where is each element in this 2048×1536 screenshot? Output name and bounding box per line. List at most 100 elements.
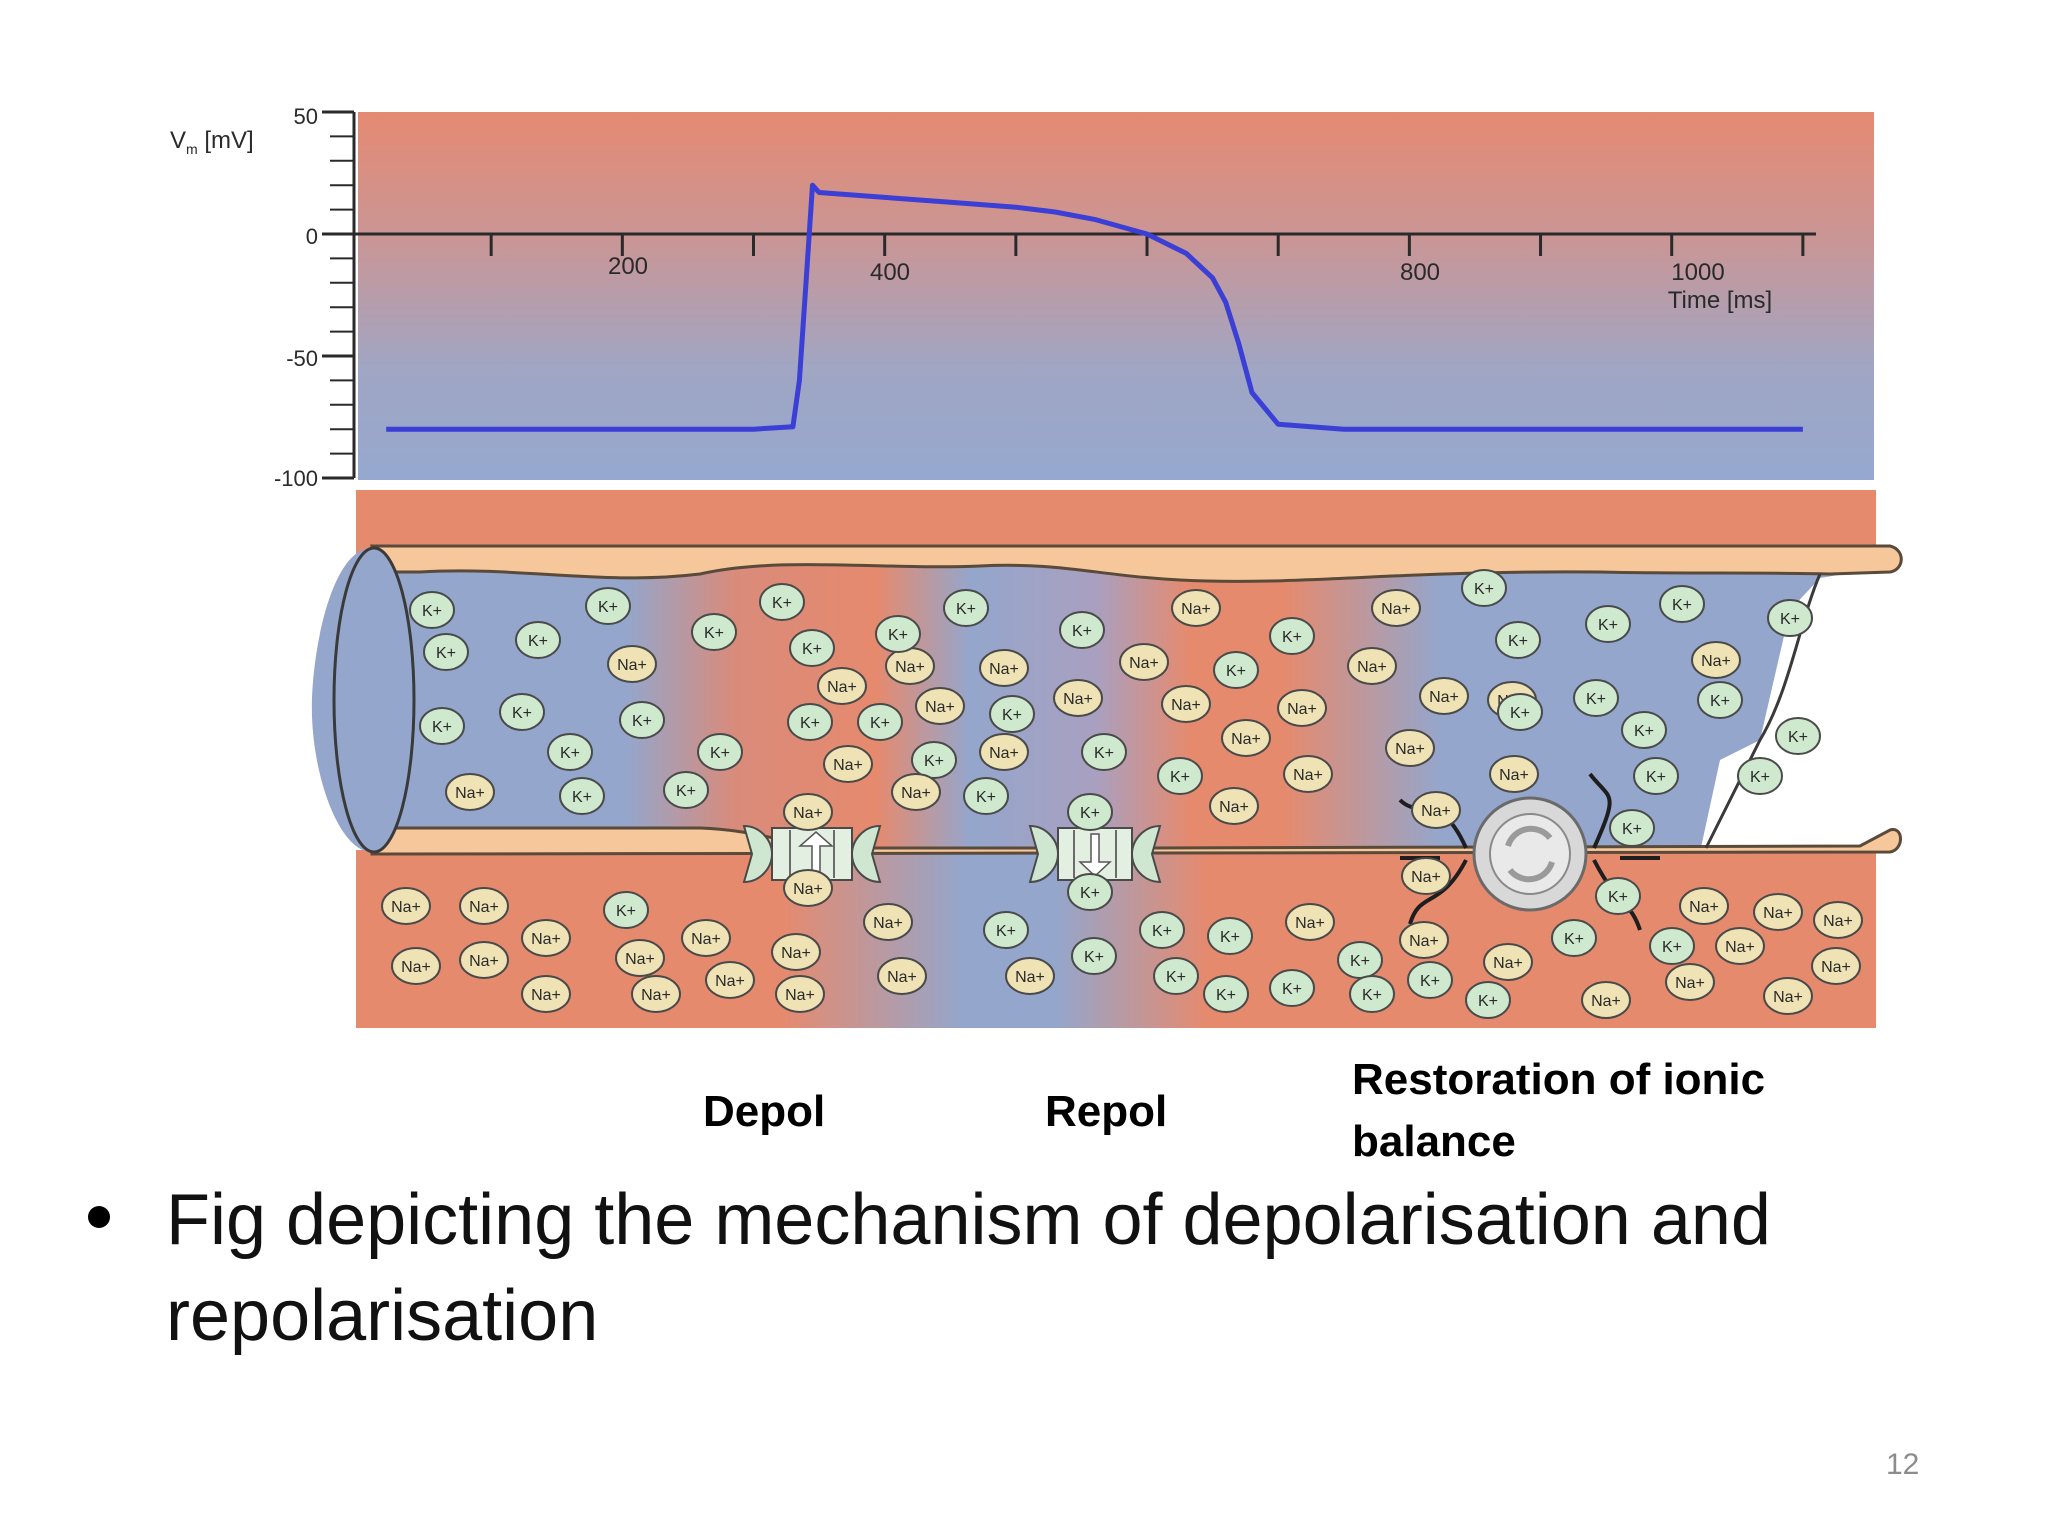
svg-text:Na+: Na+ bbox=[827, 679, 857, 696]
svg-text:Na+: Na+ bbox=[1293, 767, 1323, 784]
potassium-ion: K+ bbox=[1349, 975, 1395, 1013]
caption-restoration-line2: balance bbox=[1352, 1117, 1516, 1166]
svg-text:K+: K+ bbox=[512, 705, 532, 722]
action-potential-plot: 50 0 -50 -100 200 400 800 1000 Vm [mV] T… bbox=[170, 104, 1874, 491]
svg-text:Na+: Na+ bbox=[1357, 659, 1387, 676]
svg-text:K+: K+ bbox=[560, 745, 580, 762]
svg-text:Na+: Na+ bbox=[1411, 869, 1441, 886]
svg-text:Na+: Na+ bbox=[1381, 601, 1411, 618]
svg-text:Na+: Na+ bbox=[531, 987, 561, 1004]
potassium-channel bbox=[1028, 824, 1162, 884]
potassium-ion: K+ bbox=[1269, 969, 1315, 1007]
svg-text:Na+: Na+ bbox=[715, 973, 745, 990]
svg-text:K+: K+ bbox=[632, 713, 652, 730]
sodium-potassium-pump bbox=[1398, 772, 1660, 931]
svg-text:K+: K+ bbox=[1672, 597, 1692, 614]
potassium-ion: K+ bbox=[943, 589, 989, 627]
svg-text:Na+: Na+ bbox=[469, 899, 499, 916]
sodium-ion: Na+ bbox=[1489, 755, 1539, 793]
sodium-ion: Na+ bbox=[783, 869, 833, 907]
svg-text:K+: K+ bbox=[802, 641, 822, 658]
potassium-ion: K+ bbox=[697, 733, 743, 771]
sodium-ion: Na+ bbox=[1691, 641, 1741, 679]
potassium-ion: K+ bbox=[1767, 599, 1813, 637]
sodium-ion: Na+ bbox=[1285, 903, 1335, 941]
svg-text:K+: K+ bbox=[572, 789, 592, 806]
y-tick-label-50: 50 bbox=[294, 104, 318, 129]
sodium-ion: Na+ bbox=[1221, 719, 1271, 757]
sodium-ion: Na+ bbox=[1209, 787, 1259, 825]
sodium-ion: Na+ bbox=[863, 903, 913, 941]
potassium-ion: K+ bbox=[1573, 679, 1619, 717]
potassium-ion: K+ bbox=[423, 633, 469, 671]
svg-text:K+: K+ bbox=[1646, 769, 1666, 786]
bullet-dot bbox=[88, 1206, 110, 1228]
svg-text:Na+: Na+ bbox=[641, 987, 671, 1004]
svg-text:K+: K+ bbox=[1586, 691, 1606, 708]
potassium-ion: K+ bbox=[789, 629, 835, 667]
svg-text:Na+: Na+ bbox=[455, 785, 485, 802]
svg-text:K+: K+ bbox=[528, 633, 548, 650]
potassium-ion: K+ bbox=[1071, 937, 1117, 975]
bullet-text: Fig depicting the mechanism of depolaris… bbox=[166, 1180, 1771, 1356]
sodium-ion: Na+ bbox=[817, 667, 867, 705]
svg-text:Na+: Na+ bbox=[469, 953, 499, 970]
potassium-ion: K+ bbox=[1551, 919, 1597, 957]
svg-text:K+: K+ bbox=[1478, 993, 1498, 1010]
svg-text:Na+: Na+ bbox=[1821, 959, 1851, 976]
sodium-ion: Na+ bbox=[771, 933, 821, 971]
potassium-ion: K+ bbox=[983, 911, 1029, 949]
potassium-ion: K+ bbox=[1067, 873, 1113, 911]
sodium-ion: Na+ bbox=[775, 975, 825, 1013]
svg-text:K+: K+ bbox=[996, 923, 1016, 940]
potassium-ion: K+ bbox=[1659, 585, 1705, 623]
potassium-ion: K+ bbox=[911, 741, 957, 779]
svg-text:K+: K+ bbox=[1788, 729, 1808, 746]
svg-text:Na+: Na+ bbox=[901, 785, 931, 802]
sodium-ion: Na+ bbox=[1119, 643, 1169, 681]
svg-text:Na+: Na+ bbox=[1493, 955, 1523, 972]
svg-text:K+: K+ bbox=[956, 601, 976, 618]
svg-text:K+: K+ bbox=[1152, 923, 1172, 940]
svg-text:K+: K+ bbox=[1474, 581, 1494, 598]
potassium-ion: K+ bbox=[1213, 651, 1259, 689]
svg-text:K+: K+ bbox=[1094, 745, 1114, 762]
svg-text:K+: K+ bbox=[436, 645, 456, 662]
sodium-ion: Na+ bbox=[681, 919, 731, 957]
sodium-ion: Na+ bbox=[1171, 589, 1221, 627]
potassium-ion: K+ bbox=[1337, 941, 1383, 979]
svg-text:Na+: Na+ bbox=[391, 899, 421, 916]
svg-text:Na+: Na+ bbox=[1421, 803, 1451, 820]
tick-labels: 50 0 -50 -100 200 400 800 1000 bbox=[274, 104, 1725, 491]
svg-text:K+: K+ bbox=[710, 745, 730, 762]
svg-text:Na+: Na+ bbox=[1725, 939, 1755, 956]
svg-text:K+: K+ bbox=[1362, 987, 1382, 1004]
svg-text:K+: K+ bbox=[422, 603, 442, 620]
sodium-ion: Na+ bbox=[1753, 893, 1803, 931]
svg-text:Na+: Na+ bbox=[1129, 655, 1159, 672]
svg-text:Na+: Na+ bbox=[873, 915, 903, 932]
sodium-ion: Na+ bbox=[1715, 927, 1765, 965]
potassium-ion: K+ bbox=[585, 587, 631, 625]
sodium-ion: Na+ bbox=[459, 941, 509, 979]
svg-text:Na+: Na+ bbox=[989, 661, 1019, 678]
potassium-ion: K+ bbox=[989, 695, 1035, 733]
sodium-ion: Na+ bbox=[1401, 857, 1451, 895]
x-tick-label-800: 800 bbox=[1400, 259, 1440, 286]
sodium-ion: Na+ bbox=[631, 975, 681, 1013]
svg-text:K+: K+ bbox=[870, 715, 890, 732]
svg-text:K+: K+ bbox=[800, 715, 820, 732]
potassium-ion: K+ bbox=[663, 771, 709, 809]
potassium-ion: K+ bbox=[1697, 681, 1743, 719]
y-tick-label-minus100: -100 bbox=[274, 466, 318, 491]
caption-restoration-line1: Restoration of ionic bbox=[1352, 1055, 1765, 1104]
potassium-ion: K+ bbox=[1139, 911, 1185, 949]
sodium-ion: Na+ bbox=[381, 887, 431, 925]
svg-text:K+: K+ bbox=[432, 719, 452, 736]
potassium-ion: K+ bbox=[419, 707, 465, 745]
y-minor-ticks bbox=[330, 111, 354, 479]
sodium-ion: Na+ bbox=[1371, 589, 1421, 627]
y-axis-label: Vm [mV] bbox=[170, 127, 254, 157]
sodium-ion: Na+ bbox=[615, 939, 665, 977]
potassium-ion: K+ bbox=[1081, 733, 1127, 771]
